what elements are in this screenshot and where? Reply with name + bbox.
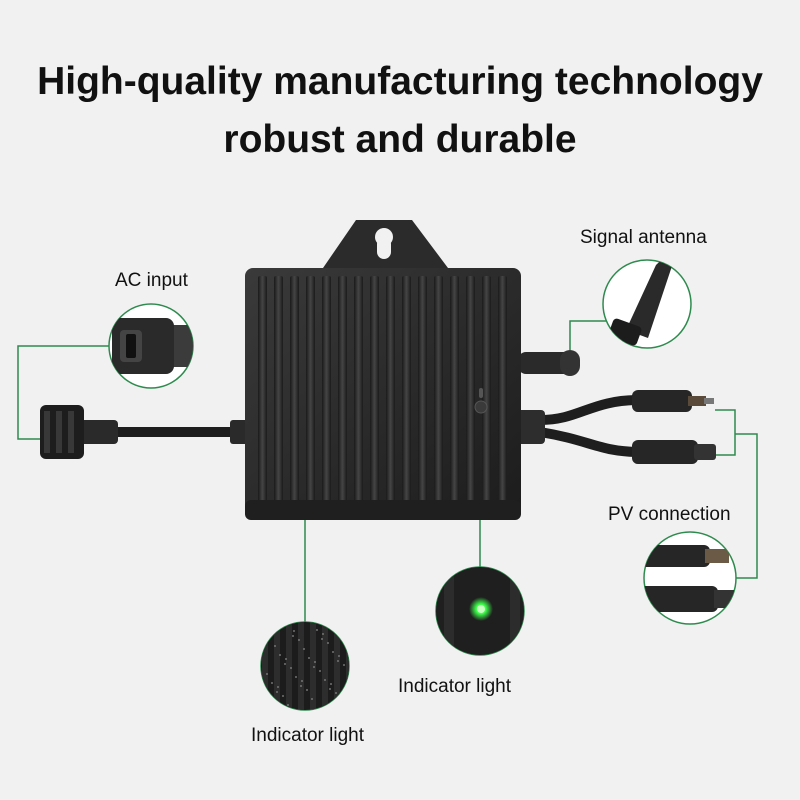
texture-speck bbox=[311, 698, 313, 700]
texture-speck bbox=[277, 686, 279, 688]
texture-speck bbox=[295, 676, 297, 678]
texture-speck bbox=[322, 633, 324, 635]
heatsink-fin bbox=[418, 276, 427, 502]
texture-speck bbox=[293, 630, 295, 632]
texture-speck bbox=[298, 639, 300, 641]
leader-pv-connection bbox=[733, 433, 758, 579]
texture-speck bbox=[303, 648, 305, 650]
texture-speck bbox=[316, 629, 318, 631]
texture-fin bbox=[334, 622, 340, 710]
texture-fin bbox=[274, 622, 280, 710]
texture-fin bbox=[310, 622, 316, 710]
mc4-connector-bottom bbox=[632, 440, 716, 464]
led-indicator-icon bbox=[474, 400, 488, 414]
texture-speck bbox=[290, 667, 292, 669]
texture-fin bbox=[262, 622, 268, 710]
texture-speck bbox=[330, 683, 332, 685]
texture-speck bbox=[313, 666, 315, 668]
texture-speck bbox=[282, 695, 284, 697]
mc4-connector-top bbox=[632, 390, 714, 412]
heatsink-fin bbox=[274, 276, 283, 502]
texture-speck bbox=[285, 658, 287, 660]
texture-fin bbox=[322, 622, 328, 710]
texture-speck bbox=[329, 688, 331, 690]
detail-housing-texture bbox=[260, 621, 350, 711]
detail-pv-connection bbox=[643, 531, 737, 625]
ac-plug-icon bbox=[40, 405, 84, 459]
inverter-housing bbox=[245, 268, 521, 520]
heatsink-fin bbox=[258, 276, 267, 502]
antenna-stub bbox=[518, 350, 580, 376]
texture-speck bbox=[324, 679, 326, 681]
texture-speck bbox=[274, 645, 276, 647]
callout-ac-input: AC input bbox=[115, 270, 188, 291]
detail-indicator-center bbox=[435, 566, 525, 656]
headline-line-1: High-quality manufacturing technology bbox=[37, 60, 763, 103]
texture-speck bbox=[340, 701, 342, 703]
texture-speck bbox=[264, 627, 266, 629]
texture-speck bbox=[314, 661, 316, 663]
texture-speck bbox=[332, 651, 334, 653]
texture-speck bbox=[279, 654, 281, 656]
texture-speck bbox=[266, 673, 268, 675]
texture-speck bbox=[327, 642, 329, 644]
texture-speck bbox=[287, 704, 289, 706]
texture-speck bbox=[276, 691, 278, 693]
ac-cable bbox=[40, 405, 252, 459]
heatsink-fin bbox=[466, 276, 475, 502]
heatsink-fin bbox=[370, 276, 379, 502]
heatsink-fins bbox=[258, 276, 507, 502]
detail-ac-input bbox=[108, 303, 194, 389]
texture-speck bbox=[284, 663, 286, 665]
housing-texture-icon bbox=[261, 622, 349, 710]
heatsink-fin bbox=[450, 276, 459, 502]
texture-speck bbox=[308, 657, 310, 659]
texture-speck bbox=[301, 680, 303, 682]
texture-speck bbox=[321, 638, 323, 640]
callout-indicator-light-left: Indicator light bbox=[251, 725, 365, 746]
callout-signal-antenna: Signal antenna bbox=[580, 227, 707, 248]
texture-speck bbox=[271, 682, 273, 684]
mc4-connector-icon bbox=[644, 545, 734, 612]
heatsink-fin bbox=[290, 276, 299, 502]
leader-pv-bracket bbox=[715, 409, 736, 456]
heatsink-fin bbox=[306, 276, 315, 502]
heatsink-fin bbox=[434, 276, 443, 502]
texture-speck bbox=[343, 664, 345, 666]
texture-speck bbox=[345, 632, 347, 634]
callout-pv-connection: PV connection bbox=[608, 504, 731, 525]
leader-ac-input bbox=[17, 345, 109, 440]
heatsink-fin bbox=[402, 276, 411, 502]
texture-speck bbox=[292, 635, 294, 637]
led-indicator-icon-on bbox=[477, 605, 485, 613]
texture-speck bbox=[337, 660, 339, 662]
heatsink-fin bbox=[482, 276, 491, 502]
texture-fin bbox=[286, 622, 292, 710]
heatsink-fin bbox=[338, 276, 347, 502]
headline-line-2: robust and durable bbox=[223, 118, 577, 161]
pv-cables bbox=[539, 395, 641, 457]
texture-fin bbox=[298, 622, 304, 710]
texture-fin bbox=[346, 622, 349, 710]
mounting-tab bbox=[323, 220, 448, 268]
detail-signal-antenna bbox=[602, 259, 692, 349]
heatsink-fin bbox=[498, 276, 507, 502]
callout-indicator-light-center: Indicator light bbox=[398, 676, 512, 697]
texture-speck bbox=[338, 655, 340, 657]
heatsink-fin bbox=[322, 276, 331, 502]
texture-speck bbox=[319, 670, 321, 672]
texture-speck bbox=[300, 685, 302, 687]
pv-gland bbox=[515, 410, 545, 444]
heatsink-fin bbox=[354, 276, 363, 502]
heatsink-fin bbox=[386, 276, 395, 502]
texture-speck bbox=[335, 692, 337, 694]
texture-speck bbox=[306, 689, 308, 691]
leader-signal-antenna bbox=[569, 320, 606, 350]
